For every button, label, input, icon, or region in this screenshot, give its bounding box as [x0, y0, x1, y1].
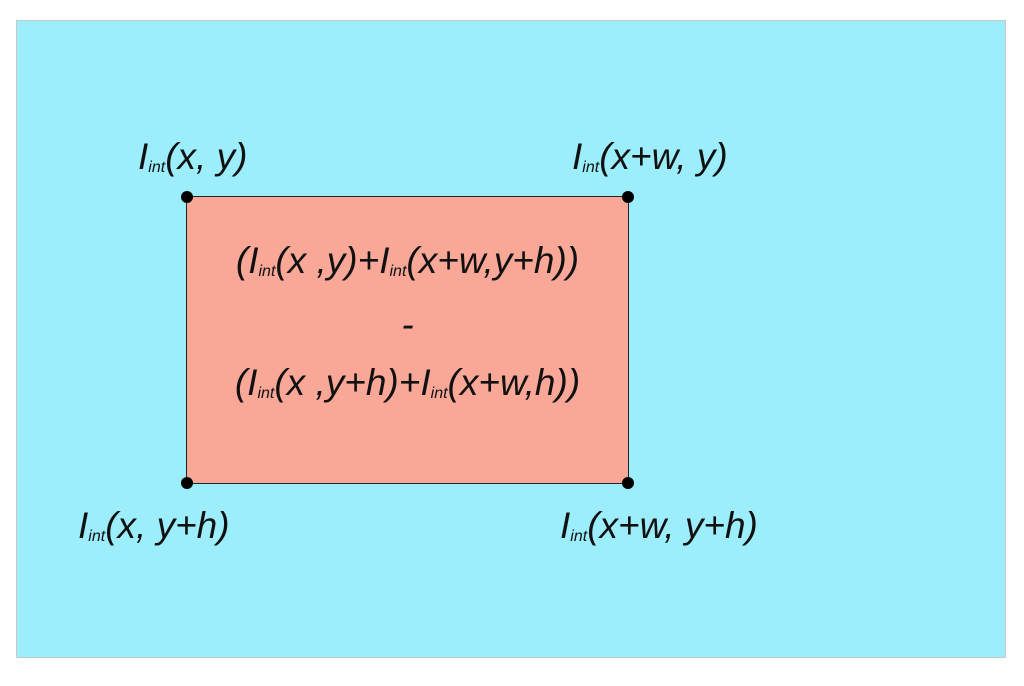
- formula-subscript: int: [430, 385, 448, 402]
- corner-args: (x+w, y+h): [587, 505, 758, 546]
- corner-func: I: [138, 136, 149, 177]
- corner-dot-top-right: [622, 191, 634, 203]
- corner-subscript: int: [570, 528, 588, 545]
- formula-mid: (x ,y+h)+I: [274, 362, 431, 403]
- corner-func: I: [78, 505, 89, 546]
- formula-subscript: int: [257, 385, 275, 402]
- formula-minus-operator: -: [401, 304, 414, 345]
- formula-line-sum-1: (Iint(x ,y)+Iint(x+w,y+h)): [186, 242, 629, 280]
- integral-region-rectangle: [186, 196, 629, 484]
- corner-subscript: int: [88, 528, 106, 545]
- corner-args: (x, y+h): [105, 505, 230, 546]
- corner-label-top-left: Iint(x, y): [138, 138, 247, 176]
- corner-func: I: [560, 505, 571, 546]
- corner-subscript: int: [148, 159, 166, 176]
- formula-subscript: int: [258, 263, 276, 280]
- corner-dot-bottom-right: [622, 477, 634, 489]
- formula-subscript: int: [389, 263, 407, 280]
- formula-mid: (x ,y)+I: [275, 240, 390, 281]
- corner-args: (x+w, y): [599, 136, 728, 177]
- formula-line-sum-2: (Iint(x ,y+h)+Iint(x+w,h)): [186, 364, 629, 402]
- corner-label-bottom-left: Iint(x, y+h): [78, 507, 230, 545]
- corner-subscript: int: [582, 159, 600, 176]
- formula-close: (x+w,y+h)): [406, 240, 580, 281]
- corner-func: I: [572, 136, 583, 177]
- corner-dot-bottom-left: [181, 477, 193, 489]
- formula-open: (I: [234, 362, 258, 403]
- corner-label-bottom-right: Iint(x+w, y+h): [560, 507, 758, 545]
- formula-close: (x+w,h)): [447, 362, 581, 403]
- corner-args: (x, y): [165, 136, 248, 177]
- corner-label-top-right: Iint(x+w, y): [572, 138, 728, 176]
- formula-open: (I: [235, 240, 259, 281]
- corner-dot-top-left: [181, 191, 193, 203]
